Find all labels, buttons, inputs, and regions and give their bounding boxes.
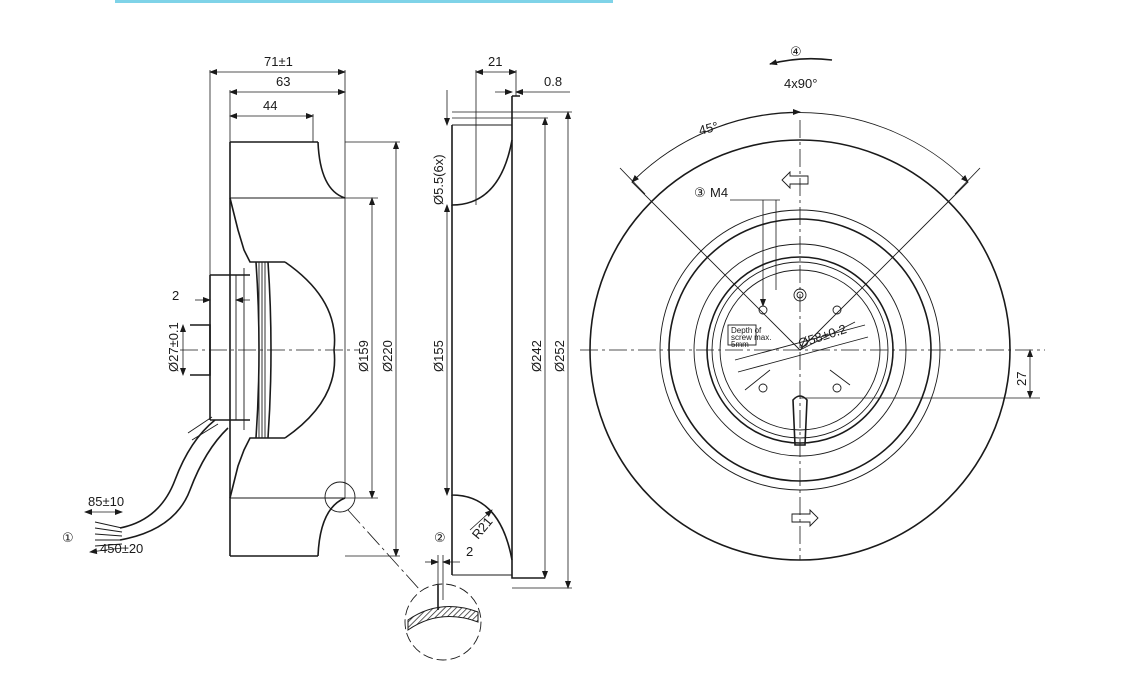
dim-2-section: 2: [466, 544, 473, 559]
dim-45: 45°: [697, 119, 720, 138]
dim-27: 27: [1014, 372, 1029, 386]
dim-r21: R21: [469, 514, 496, 542]
dim-holes: Ø5.5(6x): [431, 154, 446, 205]
dim-hub: Ø27±0.1: [166, 322, 181, 372]
front-view: ④ 4x90° 45° ③ M4 Ø58±0.2 27 Depth of scr…: [580, 44, 1045, 561]
note-2: ②: [434, 530, 446, 545]
dim-242: Ø242: [529, 340, 544, 372]
dim-155: Ø155: [431, 340, 446, 372]
dim-71: 71±1: [264, 54, 293, 69]
dim-58: Ø58±0.2: [796, 321, 848, 351]
dim-63: 63: [276, 74, 290, 89]
section-view: 21 0.8 Ø5.5(6x) Ø155 Ø242 Ø252 R21 ② 2: [404, 54, 572, 661]
dim-0-8: 0.8: [544, 74, 562, 89]
dim-159: Ø159: [356, 340, 371, 372]
screw-note-line-3: 5mm: [731, 340, 749, 349]
screw-note-line-1: Depth of: [731, 326, 762, 335]
dim-2-side: 2: [172, 288, 179, 303]
dim-44: 44: [263, 98, 277, 113]
screw-note-line-2: screw max.: [731, 333, 771, 342]
dim-4x90: 4x90°: [784, 76, 817, 91]
header-bar: [115, 0, 613, 3]
note-1: ①: [62, 530, 74, 545]
dim-220: Ø220: [380, 340, 395, 372]
note-3: ③: [694, 185, 706, 200]
note-4: ④: [790, 44, 802, 59]
dim-21: 21: [488, 54, 502, 69]
cable-short-length: 85±10: [88, 494, 124, 509]
cable-long-length: 450±20: [100, 541, 143, 556]
dim-252: Ø252: [552, 340, 567, 372]
cable-wires: [94, 521, 123, 547]
dim-m4: M4: [710, 185, 728, 200]
side-view: 71±1 63 44 2 Ø27±0.1 Ø159 Ø220 85±10 450…: [62, 54, 421, 591]
detail-circle: [404, 583, 482, 661]
